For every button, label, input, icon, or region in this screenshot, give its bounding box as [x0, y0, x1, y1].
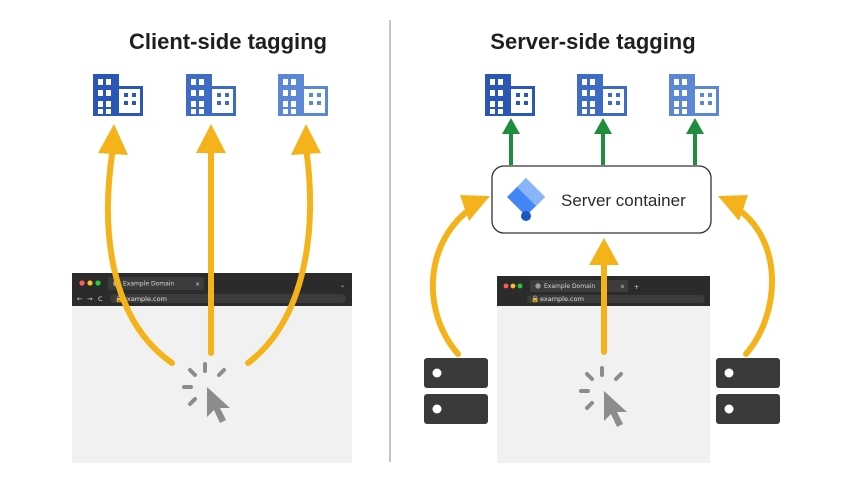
- arrow-head: [196, 124, 226, 153]
- window-maximize-dot[interactable]: [95, 280, 101, 286]
- client-arrows: [105, 145, 314, 366]
- window-maximize-dot[interactable]: [517, 283, 523, 289]
- window-close-dot[interactable]: [503, 283, 509, 289]
- arrow-head: [589, 238, 619, 265]
- address-bar[interactable]: [527, 295, 705, 303]
- server-side-title: Server-side tagging: [490, 29, 695, 54]
- address-bar-url: example.com: [540, 295, 584, 303]
- building-icon: [278, 74, 328, 116]
- new-tab-icon[interactable]: +: [634, 284, 639, 291]
- globe-icon: [535, 283, 541, 289]
- tab-label: Example Domain: [544, 283, 595, 290]
- tab-label: Example Domain: [123, 281, 174, 288]
- address-bar-url: example.com: [123, 295, 167, 303]
- building-icon: [186, 74, 236, 116]
- building-icon: [577, 74, 627, 116]
- lock-icon: 🔒: [531, 295, 539, 303]
- server-side-arrows: [429, 204, 775, 357]
- browser-tab[interactable]: Example Domain ×: [108, 277, 204, 290]
- arrow-head: [718, 195, 748, 221]
- address-bar[interactable]: [110, 294, 346, 303]
- tab-close-icon[interactable]: ×: [620, 284, 625, 291]
- building-icon: [485, 74, 535, 116]
- tab-close-icon[interactable]: ×: [195, 281, 200, 288]
- lock-icon: 🔒: [115, 295, 123, 303]
- green-arrows: [502, 118, 704, 165]
- arrow-head: [291, 124, 321, 155]
- building-icon: [93, 74, 143, 116]
- client-side-title: Client-side tagging: [129, 29, 327, 54]
- window-menu-chevron-icon[interactable]: ⌄: [340, 282, 345, 289]
- server-container-box: Server container: [491, 165, 712, 234]
- building-icon: [669, 74, 719, 116]
- window-close-dot[interactable]: [79, 280, 85, 286]
- server-icon: [424, 358, 488, 424]
- forward-icon[interactable]: →: [87, 295, 93, 303]
- back-icon[interactable]: ←: [77, 295, 83, 303]
- window-minimize-dot[interactable]: [87, 280, 93, 286]
- server-container-label: Server container: [561, 191, 686, 210]
- tag-manager-logo-icon: [507, 178, 545, 221]
- window-minimize-dot[interactable]: [510, 283, 516, 289]
- browser-tab[interactable]: Example Domain ×: [530, 280, 628, 292]
- arrow-head: [98, 124, 128, 155]
- server-icon: [716, 358, 780, 424]
- arrow-head: [460, 195, 490, 221]
- reload-icon[interactable]: C: [98, 295, 103, 303]
